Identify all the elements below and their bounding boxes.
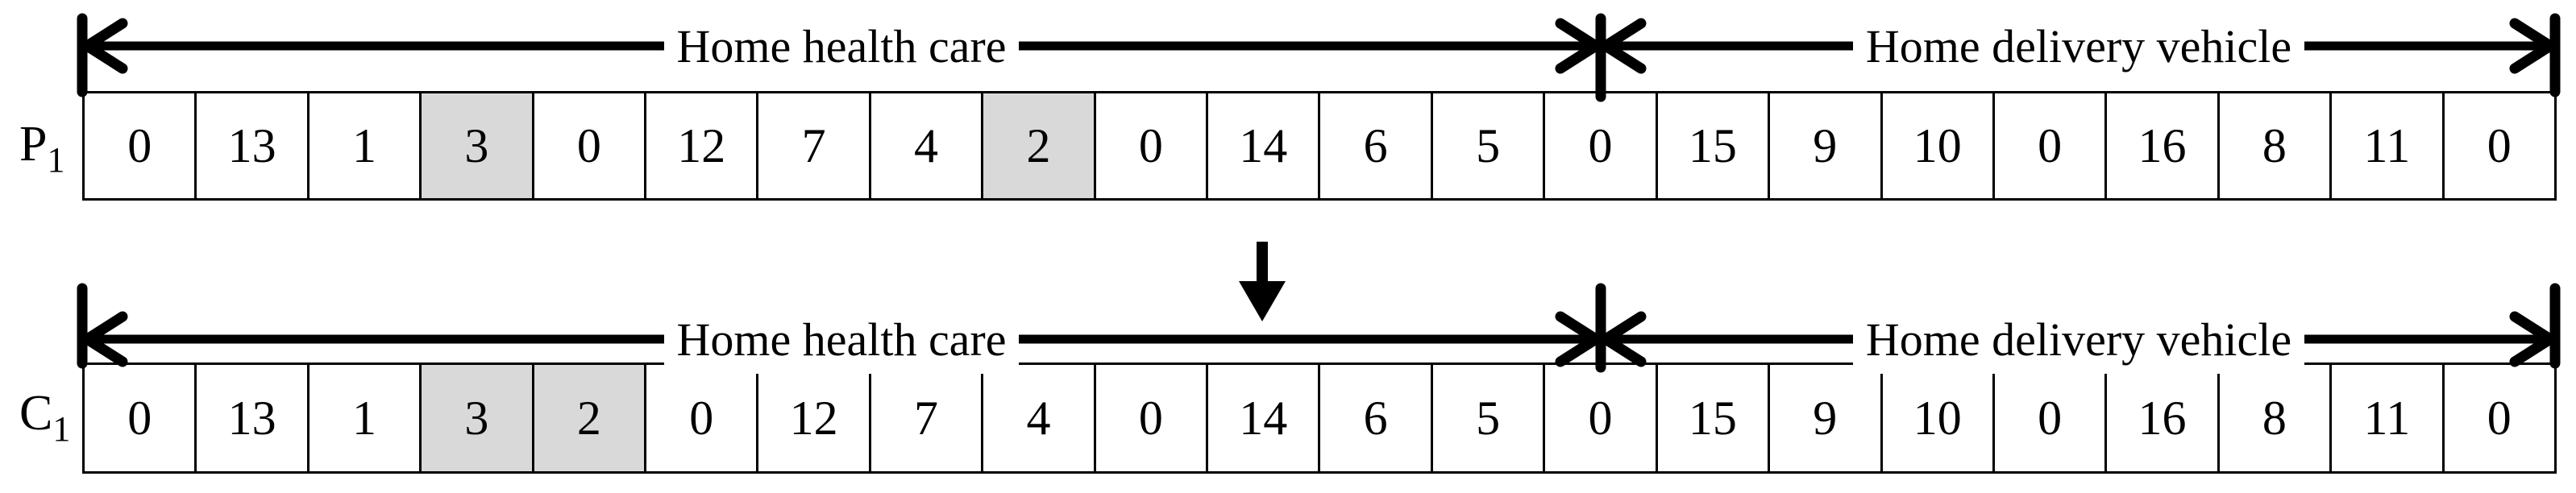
gene-cell: 16 bbox=[2107, 365, 2220, 471]
gene-cell: 6 bbox=[1320, 365, 1433, 471]
gene-cell: 0 bbox=[85, 365, 197, 471]
gene-cell: 9 bbox=[1770, 365, 1883, 471]
parent-row-label: P1 bbox=[19, 116, 84, 178]
p1-health-care-label: Home health care bbox=[676, 20, 1006, 72]
gene-cell: 15 bbox=[1657, 365, 1771, 471]
gene-cell: 12 bbox=[646, 93, 759, 198]
c1-arrowhead-left-icon bbox=[77, 311, 128, 367]
gene-cell-shaded: 2 bbox=[534, 365, 647, 471]
p1-delivery-label-gap bbox=[1853, 11, 2304, 81]
gene-cell: 5 bbox=[1432, 365, 1546, 471]
gene-cell: 0 bbox=[1994, 365, 2108, 471]
child-row-label-subscript: 1 bbox=[52, 409, 71, 449]
gene-cell: 0 bbox=[1545, 365, 1658, 471]
p1-health-label-gap bbox=[664, 11, 1019, 81]
gene-cell: 7 bbox=[758, 93, 871, 198]
c1-health-care-label: Home health care bbox=[676, 313, 1006, 366]
gene-cell: 1 bbox=[309, 365, 422, 471]
gene-cell: 5 bbox=[1432, 93, 1546, 198]
gene-cell: 6 bbox=[1320, 93, 1433, 198]
p1-delivery-vehicle-label: Home delivery vehicle bbox=[1866, 20, 2291, 72]
gene-cell-shaded: 2 bbox=[983, 93, 1096, 198]
p1-arrowhead-right-of-healthcare-icon bbox=[1555, 18, 1606, 74]
gene-cell: 0 bbox=[1095, 365, 1209, 471]
gene-cell: 11 bbox=[2332, 365, 2445, 471]
gene-cell-shaded: 3 bbox=[422, 93, 534, 198]
gene-cell: 15 bbox=[1657, 93, 1771, 198]
gene-cell: 1 bbox=[309, 93, 422, 198]
gene-cell: 0 bbox=[2444, 93, 2554, 198]
gene-cell: 12 bbox=[758, 365, 871, 471]
gene-cell: 0 bbox=[534, 93, 647, 198]
c1-arrowhead-left-of-delivery-icon bbox=[1595, 311, 1647, 367]
gene-cell: 0 bbox=[646, 365, 759, 471]
parent-row-label-base: P bbox=[19, 117, 48, 172]
gene-cell: 10 bbox=[1882, 365, 1995, 471]
gene-cell: 14 bbox=[1208, 93, 1321, 198]
gene-cell: 13 bbox=[197, 93, 310, 198]
p1-arrowhead-left-icon bbox=[77, 18, 128, 74]
gene-cell: 11 bbox=[2332, 93, 2445, 198]
gene-cell: 8 bbox=[2219, 365, 2333, 471]
p1-arrowhead-right-icon bbox=[2509, 18, 2561, 74]
c1-delivery-vehicle-label: Home delivery vehicle bbox=[1866, 313, 2291, 366]
gene-cell: 7 bbox=[870, 365, 984, 471]
child-row-label: C1 bbox=[19, 385, 84, 447]
gene-cell: 14 bbox=[1208, 365, 1321, 471]
gene-cell: 0 bbox=[1994, 93, 2108, 198]
gene-cell: 9 bbox=[1770, 93, 1883, 198]
gene-cell: 0 bbox=[1545, 93, 1658, 198]
gene-cell: 0 bbox=[85, 93, 197, 198]
c1-arrowhead-right-of-healthcare-icon bbox=[1555, 311, 1606, 367]
gene-cell: 13 bbox=[197, 365, 310, 471]
gene-cell: 0 bbox=[1095, 93, 1209, 198]
gene-cell: 4 bbox=[983, 365, 1096, 471]
gene-cell: 8 bbox=[2219, 93, 2333, 198]
crossover-down-arrow-head-icon bbox=[1239, 281, 1286, 321]
p1-arrowhead-left-of-delivery-icon bbox=[1595, 18, 1647, 74]
gene-cell: 0 bbox=[2444, 365, 2554, 471]
c1-arrowhead-right-icon bbox=[2509, 311, 2561, 367]
gene-cell: 16 bbox=[2107, 93, 2220, 198]
gene-cell: 4 bbox=[870, 93, 984, 198]
child-row-label-base: C bbox=[19, 386, 53, 441]
parent-row-label-subscript: 1 bbox=[47, 140, 65, 180]
gene-cell-shaded: 3 bbox=[422, 365, 534, 471]
gene-cell: 10 bbox=[1882, 93, 1995, 198]
